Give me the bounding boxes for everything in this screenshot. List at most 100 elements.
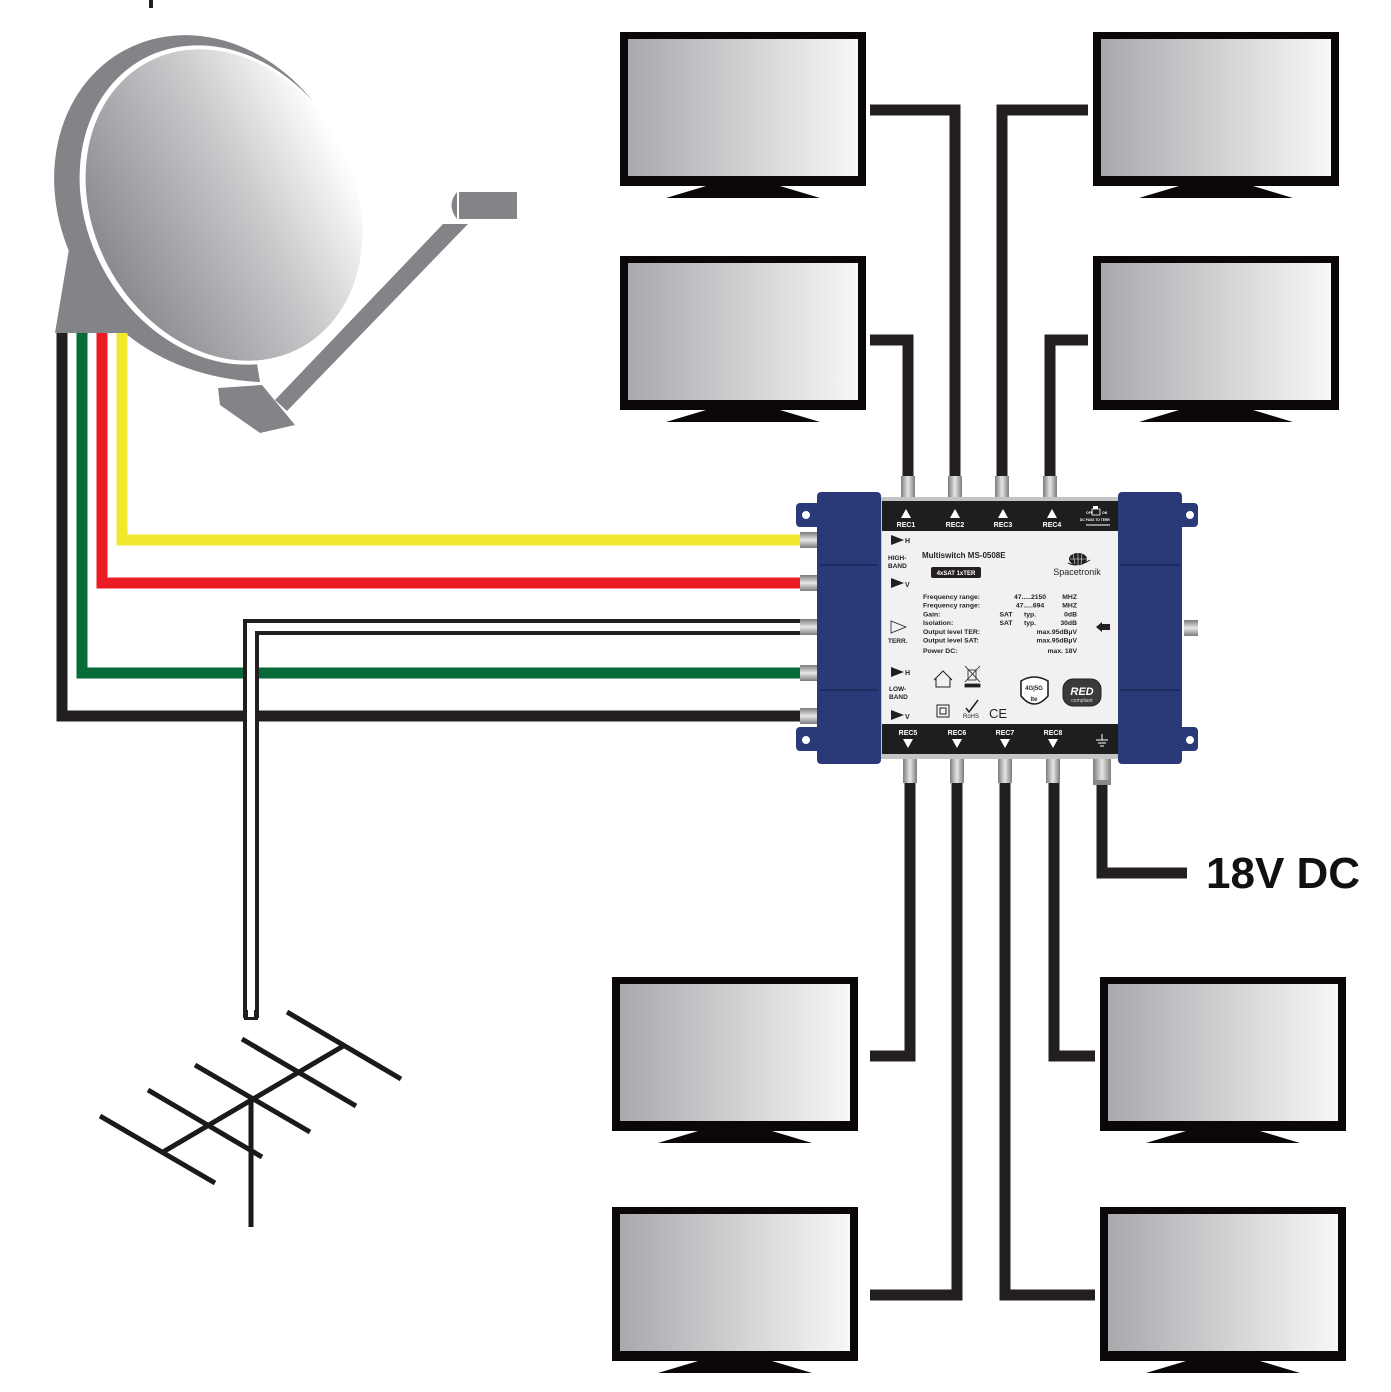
spec-value: 47.....2150 <box>1014 594 1046 601</box>
cable-rec1 <box>870 334 914 478</box>
lte-badge: 4G|5G lte <box>1020 676 1049 705</box>
tv-set <box>620 32 866 198</box>
top-edge-mark <box>149 0 153 8</box>
tv-set <box>1100 1207 1346 1373</box>
output-label-rec7: REC7 <box>996 730 1015 737</box>
svg-text:LOW-: LOW- <box>889 686 906 693</box>
ground-icon <box>1096 734 1108 747</box>
cable-rec8 <box>1048 780 1095 1062</box>
svg-text:TERR.: TERR. <box>888 638 908 645</box>
spec-unit: 0dB <box>1064 611 1077 618</box>
spec-value: typ. <box>1024 620 1036 627</box>
input-labels: H HIGH- BAND V TERR. H LOW- BAND V <box>888 535 910 721</box>
cable-power <box>1096 785 1187 879</box>
output-label-rec3: REC3 <box>994 522 1013 529</box>
svg-text:4xSAT 1xTER: 4xSAT 1xTER <box>937 571 976 577</box>
spec-unit: MHZ <box>1062 594 1077 601</box>
output-label-rec2: REC2 <box>946 522 965 529</box>
config-badge <box>931 567 981 578</box>
cable-rec5 <box>870 780 916 1062</box>
bottom-connectors <box>903 755 1111 785</box>
svg-text:compliant: compliant <box>1071 698 1093 704</box>
svg-text:ON: ON <box>1102 511 1108 515</box>
svg-text:BAND: BAND <box>889 694 908 701</box>
tv-set <box>1093 32 1339 198</box>
top-output-labels: REC1 REC2 REC3 REC4 <box>897 509 1062 529</box>
double-insulation-icon <box>936 704 950 718</box>
svg-text:Spacetronik: Spacetronik <box>1053 567 1101 577</box>
spec-label: Power DC: <box>923 648 957 655</box>
svg-text:H: H <box>905 670 910 677</box>
dc-pass-switch[interactable]: OFF ON DC PASS TO TERR <box>1080 506 1110 526</box>
red-compliant-badge: RED compliant <box>1062 678 1102 707</box>
terr-output-arrow-icon <box>1096 622 1110 632</box>
satellite-dish <box>54 35 517 433</box>
output-label-rec1: REC1 <box>897 522 916 529</box>
spec-label: Isolation: <box>923 620 953 627</box>
spacetronik-logo: Spacetronik <box>1053 553 1101 577</box>
svg-text:lte: lte <box>1030 697 1038 703</box>
spec-unit: max.95dBµV <box>1036 629 1077 636</box>
weee-bin-icon <box>964 665 981 688</box>
svg-text:HIGH-: HIGH- <box>888 555 906 562</box>
rohs-icon: RoHS <box>963 699 979 720</box>
right-housing <box>1118 492 1198 764</box>
svg-text:BAND: BAND <box>888 563 907 570</box>
spec-label: Gain: <box>923 611 940 618</box>
spec-qualifier: SAT <box>999 620 1013 627</box>
tv-set <box>1093 256 1339 422</box>
top-connectors <box>901 476 1057 500</box>
lnb <box>459 192 517 219</box>
spec-label: Output level SAT: <box>923 638 979 645</box>
cable-rec2 <box>870 104 961 478</box>
svg-text:RoHS: RoHS <box>963 714 979 720</box>
input-connectors <box>800 532 822 724</box>
output-label-rec6: REC6 <box>948 730 967 737</box>
cable-rec4 <box>1044 334 1088 478</box>
svg-text:4G|5G: 4G|5G <box>1025 686 1043 692</box>
lnb-cables <box>56 333 800 722</box>
cable-low-band-h <box>76 333 800 679</box>
output-cables <box>870 104 1187 1301</box>
svg-text:V: V <box>905 582 910 589</box>
spec-unit: max. 18V <box>1048 648 1078 655</box>
cable-low-band-v <box>56 333 800 722</box>
cable-rec6 <box>870 780 963 1301</box>
spec-label: Frequency range: <box>923 603 980 610</box>
svg-text:H: H <box>905 538 910 545</box>
svg-text:DC PASS TO TERR: DC PASS TO TERR <box>1080 518 1110 522</box>
spec-unit: MHZ <box>1062 603 1077 610</box>
house-icon <box>933 670 953 688</box>
cable-rec7 <box>999 780 1095 1301</box>
left-housing <box>796 492 881 764</box>
tv-set <box>620 256 866 422</box>
cable-high-band-v <box>96 333 800 589</box>
multiswitch: REC1 REC2 REC3 REC4 OFF ON DC PASS TO TE… <box>796 476 1198 785</box>
spec-qualifier: SAT <box>999 611 1013 618</box>
spec-value: 47.....694 <box>1016 603 1045 610</box>
tv-set <box>612 1207 858 1373</box>
ce-mark: CE <box>989 706 1007 721</box>
cable-high-band-h <box>116 333 800 546</box>
svg-text:OFF: OFF <box>1086 511 1094 515</box>
output-label-rec4: REC4 <box>1043 522 1062 529</box>
terr-input-icon <box>890 620 908 634</box>
cable-rec3 <box>996 104 1088 478</box>
output-label-rec8: REC8 <box>1044 730 1063 737</box>
power-label: 18V DC <box>1206 849 1360 898</box>
tv-set <box>612 977 858 1143</box>
spec-label: Output level TER: <box>923 629 980 636</box>
model-name: Multiswitch MS-0508E <box>922 551 1006 560</box>
spec-value: typ. <box>1024 611 1036 618</box>
bottom-output-labels: REC5 REC6 REC7 REC8 <box>899 730 1108 748</box>
spec-unit: max.95dBµV <box>1036 638 1077 645</box>
terr-output-connector <box>1184 620 1198 636</box>
cable-terr <box>236 619 800 1020</box>
terrestrial-antenna <box>98 1009 403 1227</box>
svg-text:RED: RED <box>1070 686 1093 698</box>
svg-text:V: V <box>905 714 910 721</box>
output-label-rec5: REC5 <box>899 730 918 737</box>
tv-set <box>1100 977 1346 1143</box>
